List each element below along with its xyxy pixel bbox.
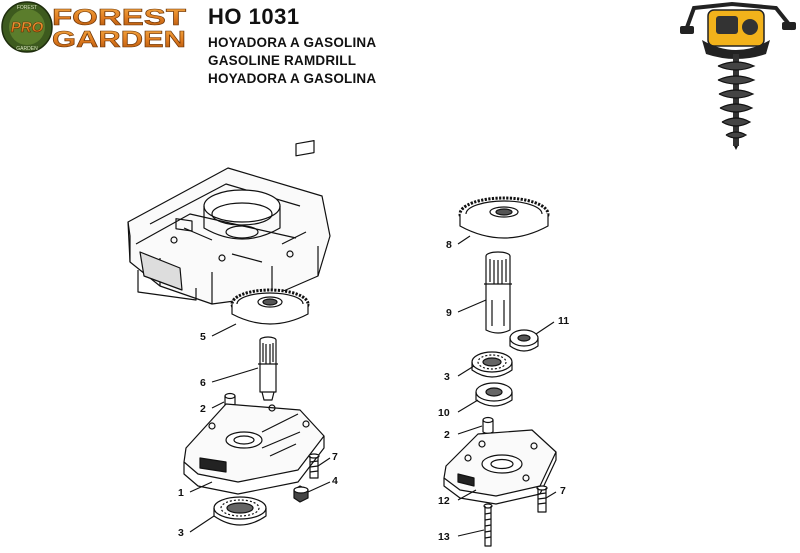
callout-7-right: 7 [560,485,566,497]
screw-7-right [536,485,548,513]
logo-ring-bottom: GARDEN [16,46,38,52]
callout-5: 5 [200,331,206,343]
callout-6: 6 [200,377,206,389]
lower-housing-1 [183,403,325,495]
drive-shaft-9 [484,251,512,334]
bearing-11 [509,329,539,352]
callout-1: 1 [178,487,184,499]
bearing-3-right [471,351,513,378]
title-line-1: HOYADORA A GASOLINA [208,35,377,50]
logo-badge-text: PRO [11,19,44,36]
callout-12: 12 [438,495,450,507]
screw-7 [308,453,320,479]
logo-word-garden: GARDEN [52,26,186,52]
model-number: HO 1031 [208,4,300,29]
title-line-3: HOYADORA A GASOLINA [208,71,377,86]
lower-housing-12 [443,429,557,505]
callout-13: 13 [438,531,450,543]
callout-3-right: 3 [444,371,450,383]
bearing-3 [213,496,267,526]
callout-8: 8 [446,239,452,251]
gear-5 [230,288,310,325]
logo-word-forest: FOREST [52,4,186,30]
callout-2-right: 2 [444,429,450,441]
callout-10: 10 [438,407,450,419]
earth-auger-icon [680,1,796,150]
callout-3-left: 3 [178,527,184,539]
plug-4 [293,485,309,503]
dowel-pin-2-right [482,416,494,435]
pinion-shaft-6 [258,336,278,401]
callout-4: 4 [332,475,338,487]
callout-9: 9 [446,307,452,319]
callout-7-left: 7 [332,451,338,463]
title-line-2: GASOLINE RAMDRILL [208,53,357,68]
leader-lines [189,235,557,537]
logo-ring-top: FOREST [17,5,37,11]
gear-housing [127,140,331,305]
callout-11: 11 [558,315,569,327]
gear-8 [458,196,550,239]
bolt-13 [483,503,493,547]
bearing-10 [475,382,513,407]
forest-garden-logo: FOREST GARDEN PRO FOREST GARDEN [1,1,186,53]
callout-2-left: 2 [200,403,206,415]
